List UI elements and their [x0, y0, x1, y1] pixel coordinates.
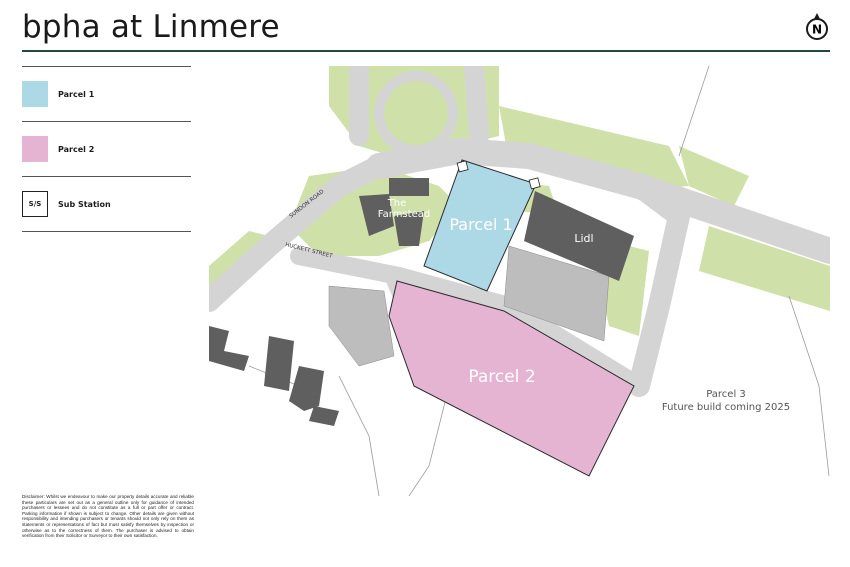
sub-station-icon [456, 160, 541, 190]
sub-station-symbol: S/S [22, 191, 48, 217]
legend-label: Sub Station [58, 199, 111, 209]
parcel-1-label: Parcel 1 [449, 215, 512, 234]
parcel-1-area [423, 159, 537, 292]
legend-divider [22, 121, 191, 122]
page-title: bpha at Linmere [22, 9, 280, 45]
roundabout [374, 71, 458, 155]
legend-item-parcel-2: Parcel 2 [22, 122, 191, 176]
north-label: N [812, 23, 822, 37]
north-arrow-icon: N [806, 13, 828, 40]
parcel-2-label: Parcel 2 [468, 367, 535, 387]
car-parks [328, 245, 610, 367]
parcel-3-note: Future build coming 2025 [662, 402, 790, 413]
legend-divider [22, 176, 191, 177]
parcel-2-swatch [22, 136, 48, 162]
disclaimer-text: Disclaimer: Whilst we endeavour to make … [22, 494, 194, 539]
legend: Parcel 1 Parcel 2 S/S Sub Station [22, 66, 191, 232]
boundary-lines [248, 66, 830, 496]
legend-item-parcel-1: Parcel 1 [22, 67, 191, 121]
legend-divider [22, 231, 191, 232]
farmstead-label: Farmstead [378, 209, 430, 220]
buildings [209, 178, 634, 426]
parcel-1-swatch [22, 81, 48, 107]
legend-label: Parcel 1 [58, 89, 95, 99]
legend-item-sub-station: S/S Sub Station [22, 177, 191, 231]
farmstead-label: The [387, 198, 407, 209]
lidl-label: Lidl [574, 232, 593, 245]
parcel-3-label: Parcel 3 [706, 389, 746, 400]
legend-label: Parcel 2 [58, 144, 95, 154]
title-divider [22, 50, 830, 52]
site-map: Parcel 1 Parcel 2 The Farmstead Lidl Par… [209, 66, 830, 496]
legend-divider [22, 66, 191, 67]
parcel-2-area [388, 280, 635, 477]
